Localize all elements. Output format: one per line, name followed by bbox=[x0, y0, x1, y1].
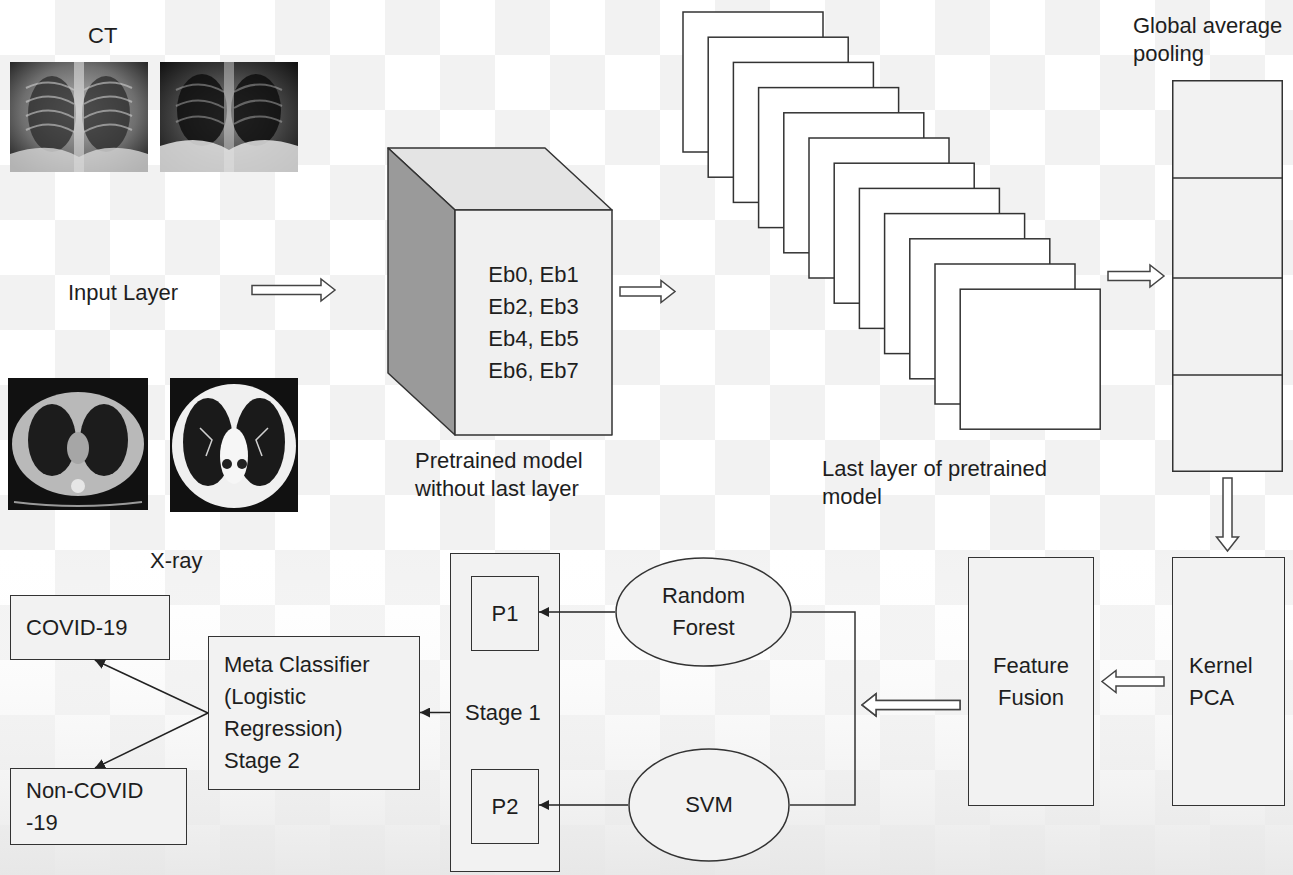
body bbox=[172, 384, 296, 508]
node-label: Non-COVID -19 bbox=[26, 775, 156, 839]
xray-film bbox=[160, 62, 298, 172]
node-label: Feature Fusion bbox=[977, 650, 1085, 714]
hollow-arrow bbox=[862, 694, 960, 716]
connector bbox=[1108, 265, 1164, 287]
connector bbox=[420, 712, 450, 713]
mediastinum bbox=[220, 428, 248, 484]
connector bbox=[792, 612, 960, 716]
node-label: P2 bbox=[492, 791, 519, 823]
connector bbox=[95, 713, 208, 768]
figure-label: Input Layer bbox=[68, 277, 178, 309]
arrow-line bbox=[95, 713, 208, 768]
arrow-line bbox=[539, 804, 628, 806]
body bbox=[12, 392, 144, 496]
connector bbox=[620, 281, 675, 303]
bronchus bbox=[237, 459, 247, 469]
mediastinum bbox=[67, 432, 89, 464]
diaphragm bbox=[160, 140, 298, 172]
node-label: Eb0, Eb1 Eb2, Eb3 Eb4, Eb5 Eb6, Eb7 bbox=[455, 210, 612, 435]
node-caption: Last layer of pretrained model bbox=[822, 455, 1082, 511]
node-label: Stage 1 bbox=[465, 697, 541, 729]
ellipse-outline bbox=[616, 558, 791, 666]
pooling-cell-divider bbox=[1172, 277, 1283, 279]
output-box: COVID-19 bbox=[10, 595, 170, 660]
classifier-ellipse-shape bbox=[615, 557, 792, 667]
xray-image bbox=[160, 62, 298, 172]
model-cube-shape bbox=[388, 148, 612, 435]
classifier-ellipse: SVM bbox=[628, 748, 790, 862]
node-label: P1 bbox=[492, 598, 519, 630]
input-arrow bbox=[252, 279, 335, 301]
ribs bbox=[176, 84, 282, 124]
feature-map bbox=[960, 289, 1100, 429]
hollow-arrow bbox=[862, 694, 960, 716]
figure-label: X-ray bbox=[150, 545, 203, 577]
figure-label: CT bbox=[88, 20, 117, 52]
pooling-cell-divider bbox=[1172, 177, 1283, 179]
arrow-line bbox=[539, 611, 615, 613]
diaphragm bbox=[10, 148, 148, 172]
xray-film bbox=[10, 62, 148, 172]
vertebra bbox=[71, 479, 85, 493]
pooling-column-shape bbox=[1172, 80, 1283, 472]
node-label: Random Forest bbox=[649, 580, 759, 644]
process-box: Feature Fusion bbox=[968, 557, 1094, 806]
background-band bbox=[0, 540, 1293, 875]
arrow-line bbox=[95, 660, 208, 713]
connector bbox=[790, 694, 960, 805]
cube-face bbox=[388, 148, 455, 435]
node-label: SVM bbox=[685, 789, 733, 821]
node-label: COVID-19 bbox=[26, 612, 127, 644]
vessels bbox=[200, 428, 268, 456]
prediction-box: P1 bbox=[471, 576, 539, 651]
output-box: Non-COVID -19 bbox=[10, 768, 187, 845]
hollow-arrow bbox=[620, 281, 675, 303]
cube-face bbox=[455, 210, 612, 435]
stage-box: Stage 1 P1P2 bbox=[450, 553, 560, 872]
hollow-arrow bbox=[1217, 478, 1239, 551]
xray-image bbox=[10, 62, 148, 172]
prediction-box: P2 bbox=[471, 769, 539, 844]
ct-frame bbox=[8, 378, 148, 510]
node-caption: Pretrained model without last layer bbox=[415, 447, 630, 503]
process-box: Kernel PCA bbox=[1172, 557, 1285, 806]
ribs bbox=[26, 82, 132, 132]
connector bbox=[1102, 671, 1164, 693]
ct-frame bbox=[170, 378, 298, 512]
lung bbox=[231, 74, 281, 146]
pooling-outline bbox=[1173, 81, 1283, 472]
connector bbox=[1217, 478, 1239, 551]
ellipse-outline bbox=[629, 749, 789, 861]
hollow-arrow bbox=[1108, 265, 1164, 287]
feature-map-stack-shape bbox=[683, 12, 1100, 430]
arrow-line bbox=[420, 712, 450, 714]
classifier-ellipse: Random Forest bbox=[615, 557, 792, 667]
bronchus bbox=[222, 459, 232, 469]
branch-line bbox=[790, 705, 855, 805]
ct-image bbox=[8, 378, 148, 510]
node-label: Kernel PCA bbox=[1189, 650, 1268, 714]
hollow-arrow bbox=[1102, 671, 1164, 693]
connector bbox=[539, 612, 615, 613]
ct-image bbox=[170, 378, 298, 512]
branch-line bbox=[792, 612, 855, 705]
pooling-column: Global average pooling bbox=[1172, 80, 1283, 472]
pooling-cell-divider bbox=[1172, 374, 1283, 376]
node-caption: Global average pooling bbox=[1133, 12, 1288, 68]
model-cube: Eb0, Eb1 Eb2, Eb3 Eb4, Eb5 Eb6, Eb7Pretr… bbox=[388, 148, 612, 435]
lung bbox=[177, 74, 227, 146]
meta-classifier-box: Meta Classifier (Logistic Regression) St… bbox=[208, 636, 420, 790]
connector bbox=[539, 805, 628, 806]
table bbox=[14, 502, 142, 506]
node-label: Meta Classifier (Logistic Regression) St… bbox=[224, 649, 404, 777]
connector bbox=[95, 660, 208, 713]
feature-map-stack: Last layer of pretrained model bbox=[683, 12, 1100, 430]
